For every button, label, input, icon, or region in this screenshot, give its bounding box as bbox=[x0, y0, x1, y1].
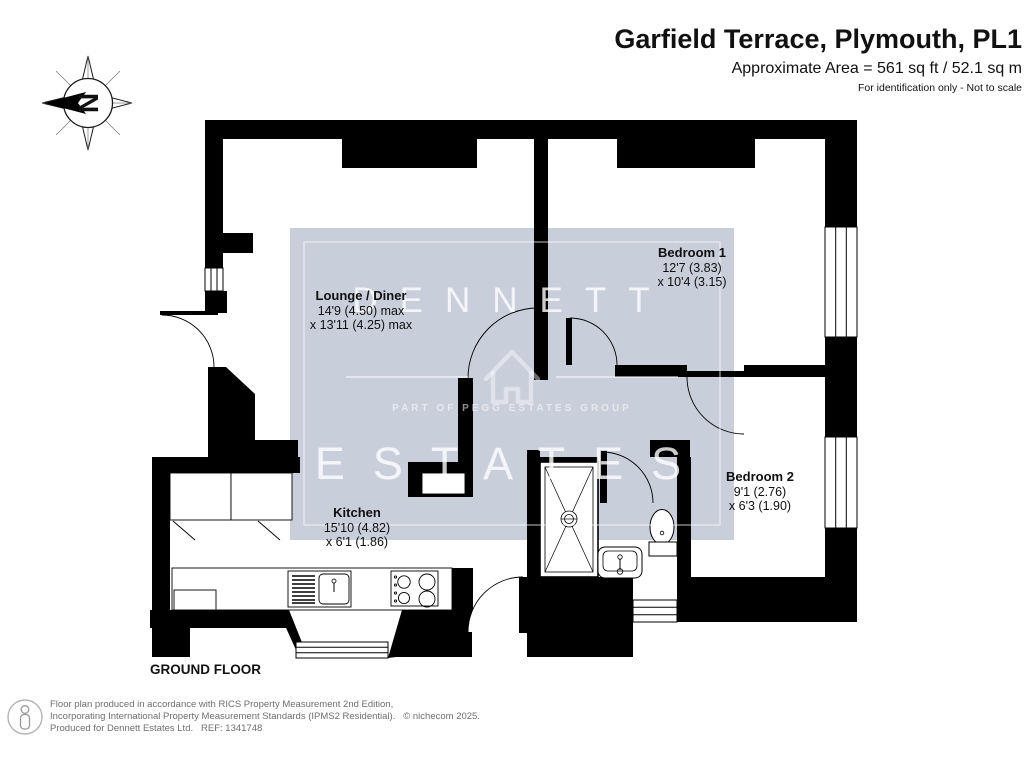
door-arc-bed1 bbox=[569, 317, 618, 366]
wall-top-lounge-chunk bbox=[342, 139, 477, 168]
wall-left-lower bbox=[152, 457, 170, 657]
footer-line1: Floor plan produced in accordance with R… bbox=[50, 699, 394, 710]
wall-bath-top-right bbox=[650, 440, 690, 457]
wall-kitchen-bottom bbox=[150, 610, 289, 628]
walls bbox=[150, 120, 857, 658]
room-dim2: x 10'4 (3.15) bbox=[657, 275, 727, 289]
wall-right-seg1 bbox=[825, 120, 857, 227]
room-dim2: x 13'11 (4.25) max bbox=[309, 318, 413, 332]
kitchen-door-swing bbox=[468, 577, 523, 632]
wall-right-seg3 bbox=[825, 528, 857, 622]
room-dim2: x 6'3 (1.90) bbox=[728, 499, 792, 513]
wall-left-upper bbox=[205, 120, 223, 268]
wall-entry-diagonal bbox=[208, 367, 255, 457]
compass: N bbox=[41, 55, 133, 151]
room-name: Bedroom 2 bbox=[726, 469, 794, 484]
room-label-lounge: Lounge / Diner 14'9 (4.50) max x 13'11 (… bbox=[271, 288, 451, 333]
wall-lounge-bottom-vert bbox=[458, 378, 473, 462]
footer-line3: Produced for Dennett Estates Ltd. REF: 1… bbox=[50, 723, 263, 734]
door-arc-bath bbox=[601, 451, 654, 504]
door-arc-kitchen bbox=[467, 576, 524, 633]
door-arc-front bbox=[161, 314, 215, 368]
compass-needle bbox=[44, 92, 86, 114]
lounge-recess-box bbox=[421, 472, 466, 495]
room-name: Lounge / Diner bbox=[315, 288, 407, 303]
person-icon bbox=[7, 699, 43, 735]
wall-worktop-right bbox=[452, 568, 473, 610]
window-bed2-right bbox=[824, 436, 858, 529]
kitchen-door-leaf bbox=[519, 577, 527, 633]
wall-left-block bbox=[205, 291, 227, 313]
wall-bath-left bbox=[527, 450, 540, 580]
watermark-graphics bbox=[303, 241, 721, 526]
footer: Floor plan produced in accordance with R… bbox=[50, 699, 480, 735]
watermark-name-bottom: ESTATES bbox=[314, 438, 710, 489]
footer-copyright: © nichecom 2025. bbox=[395, 711, 480, 722]
room-label-bedroom2: Bedroom 2 9'1 (2.76) x 6'3 (1.90) bbox=[680, 469, 840, 514]
watermark-inner-border bbox=[303, 241, 721, 526]
wall-kitchen-top bbox=[152, 457, 300, 473]
wall-central bbox=[534, 138, 548, 380]
door-arcs bbox=[161, 307, 745, 633]
wall-divider-b bbox=[744, 365, 825, 377]
windows bbox=[204, 226, 858, 659]
chimney-breast bbox=[205, 233, 253, 253]
bathroom-sink bbox=[597, 546, 643, 579]
window-lounge-left bbox=[204, 267, 224, 292]
room-label-kitchen: Kitchen 15'10 (4.82) x 6'1 (1.86) bbox=[277, 505, 437, 550]
room-dim1: 9'1 (2.76) bbox=[733, 484, 787, 499]
shower bbox=[539, 461, 599, 578]
floor-label: GROUND FLOOR bbox=[150, 662, 261, 677]
toilet bbox=[648, 509, 678, 557]
front-door-lintel bbox=[160, 311, 218, 315]
room-dim1: 15'10 (4.82) bbox=[323, 520, 391, 535]
disclaimer: For identification only - Not to scale bbox=[858, 82, 1022, 94]
house-icon bbox=[483, 349, 541, 405]
wall-top-bed1-chunk bbox=[617, 139, 755, 168]
room-dim1: 12'7 (3.83) bbox=[662, 260, 722, 275]
page-title: Garfield Terrace, Plymouth, PL1 bbox=[614, 24, 1022, 54]
room-name: Kitchen bbox=[333, 505, 381, 520]
window-bath-bottom bbox=[632, 599, 678, 623]
header: Garfield Terrace, Plymouth, PL1 Approxim… bbox=[614, 24, 1022, 94]
window-bed1-right bbox=[824, 226, 858, 338]
door-arc-bed2 bbox=[686, 376, 745, 435]
approximate-area: Approximate Area = 561 sq ft / 52.1 sq m bbox=[731, 60, 1022, 77]
footer-line2: Incorporating International Property Mea… bbox=[50, 711, 480, 723]
kitchen-cupboards bbox=[169, 472, 293, 541]
room-dim2: x 6'1 (1.86) bbox=[325, 535, 389, 549]
kitchen-left-unit bbox=[173, 589, 217, 611]
wall-bath-right bbox=[677, 457, 691, 577]
watermark-tagline: PART OF PEGG ESTATES GROUP bbox=[392, 403, 632, 414]
room-name: Bedroom 1 bbox=[658, 245, 726, 260]
wall-right-seg2 bbox=[825, 337, 857, 437]
wall-bath-bottom-mass bbox=[527, 577, 633, 657]
room-dim1: 14'9 (4.50) max bbox=[317, 303, 405, 318]
wall-divider-a bbox=[615, 365, 687, 377]
fixtures bbox=[169, 461, 678, 611]
bed1-door-leaf bbox=[566, 318, 572, 365]
watermark-name-top: DENNETT bbox=[352, 281, 672, 320]
bath-door-leaf bbox=[600, 450, 607, 503]
bay-diagonal-right-block bbox=[388, 610, 472, 658]
wall-top bbox=[205, 120, 857, 139]
door-arc-lounge bbox=[467, 307, 539, 379]
compass-north-label: N bbox=[73, 93, 104, 113]
window-kitchen-bay bbox=[295, 641, 389, 659]
kitchen-sink bbox=[287, 570, 352, 608]
bay-diagonal-left bbox=[278, 610, 305, 650]
wall-kitchen-top-chunk bbox=[255, 440, 298, 457]
footer-line2-text: Incorporating International Property Mea… bbox=[50, 711, 396, 722]
bed2-door-leaf bbox=[687, 371, 744, 377]
watermark-tint bbox=[290, 228, 734, 540]
hob bbox=[390, 570, 439, 608]
room-label-bedroom1: Bedroom 1 12'7 (3.83) x 10'4 (3.15) bbox=[612, 245, 772, 290]
